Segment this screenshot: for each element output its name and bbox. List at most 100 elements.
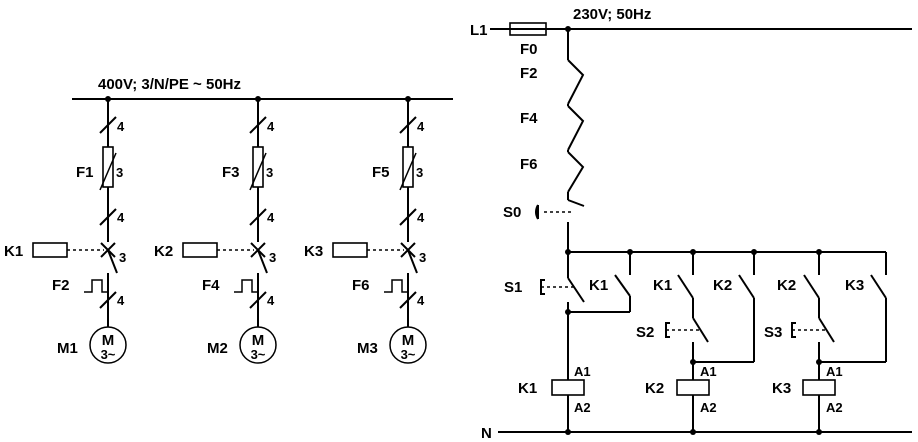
conductor-mark (399, 116, 417, 134)
contactor-label: K3 (304, 243, 323, 260)
holding-contact-k3 (870, 274, 887, 299)
contact-pole-count: 3 (269, 250, 276, 265)
motor-label: M2 (207, 340, 228, 357)
conductor-mark (99, 291, 117, 309)
start-button-label: S3 (764, 324, 782, 341)
overload-label: F2 (52, 277, 70, 294)
coil-terminal-a1: A1 (700, 364, 717, 379)
contactor-label: K2 (154, 243, 173, 260)
main-fuse-label: F0 (520, 41, 538, 58)
fuse-pole-mark (399, 152, 417, 191)
power-branch-2: 4 3 F3 4 3 K2 F4 4 M 3~ M2 (154, 96, 277, 364)
motor-phase: 3~ (401, 347, 416, 362)
conductor-count-label: 4 (267, 293, 275, 308)
fuse-pole-count: 3 (416, 165, 423, 180)
fuse-label: F5 (372, 164, 390, 181)
rung-node (565, 309, 571, 315)
contactor-coil-symbol (32, 242, 68, 258)
coil-terminal-a2: A2 (700, 400, 717, 415)
fuse-pole-count: 3 (266, 165, 273, 180)
coil-k2-symbol (676, 379, 710, 396)
start-contact-s1 (567, 277, 585, 303)
motor-letter: M (402, 332, 415, 349)
coil-terminal-a2: A2 (574, 400, 591, 415)
enable-contact-k1 (677, 274, 694, 299)
coil-label: K1 (518, 380, 537, 397)
neutral-label: N (481, 425, 492, 442)
conductor-count-label: 4 (117, 119, 125, 134)
rung-node (690, 359, 696, 365)
conductor-mark (99, 116, 117, 134)
neutral-node (816, 429, 822, 435)
contactor-coil-symbol (332, 242, 368, 258)
conductor-mark (249, 208, 267, 226)
overload-contact-f4 (567, 105, 585, 151)
conductor-mark (399, 291, 417, 309)
power-supply-label: 400V; 3/N/PE ~ 50Hz (98, 76, 241, 93)
neutral-node (565, 429, 571, 435)
motor-symbol (239, 326, 277, 364)
overload-relay-symbol (234, 279, 258, 293)
contact-label: K2 (713, 277, 732, 294)
motor-letter: M (252, 332, 265, 349)
conductor-count-label: 4 (417, 210, 425, 225)
contact-pole-count: 3 (419, 250, 426, 265)
power-branch-3: 4 3 F5 4 3 K3 F6 4 M 3~ M3 (304, 96, 427, 364)
fuse-label: F3 (222, 164, 240, 181)
coil-k1-symbol (551, 379, 585, 396)
start-button-symbol (540, 279, 545, 295)
start-button-symbol (791, 322, 796, 338)
start-contact-s3 (818, 317, 835, 343)
contactor-main-contact (107, 249, 118, 274)
contact-pole-count: 3 (119, 250, 126, 265)
motor-letter: M (102, 332, 115, 349)
contactor-main-contact (407, 249, 418, 274)
control-circuit: L1 230V; 50Hz F0 F2 F4 F6 S0 (470, 6, 912, 442)
contact-label: K2 (777, 277, 796, 294)
conductor-count-label: 4 (417, 293, 425, 308)
coil-terminal-a2: A2 (826, 400, 843, 415)
stop-contact (567, 199, 585, 207)
power-branch-1: 4 3 F1 4 3 K1 F2 4 M 3~ (4, 96, 127, 364)
fuse-pole-mark (249, 152, 267, 191)
contact-label: K1 (589, 277, 608, 294)
conductor-count-label: 4 (267, 119, 275, 134)
coil-label: K2 (645, 380, 664, 397)
holding-contact-k1 (614, 274, 631, 297)
start-contact-s2 (692, 317, 709, 343)
power-circuit: 400V; 3/N/PE ~ 50Hz 4 3 F1 4 3 K1 (4, 76, 453, 364)
overload-contact-f2 (567, 59, 585, 105)
overload-relay-symbol (84, 279, 108, 293)
overload-relay-symbol (384, 279, 408, 293)
overload-contact-f6 (567, 151, 585, 193)
contact-label: K1 (653, 277, 672, 294)
start-button-label: S1 (504, 279, 522, 296)
coil-terminal-a1: A1 (826, 364, 843, 379)
overload-contact-label: F6 (520, 156, 538, 173)
stop-button-label: S0 (503, 204, 521, 221)
fuse-pole-mark (99, 152, 117, 191)
conductor-mark (249, 291, 267, 309)
conductor-mark (249, 116, 267, 134)
conductor-count-label: 4 (267, 210, 275, 225)
rung-node (816, 359, 822, 365)
motor-phase: 3~ (251, 347, 266, 362)
conductor-count-label: 4 (117, 210, 125, 225)
coil-terminal-a1: A1 (574, 364, 591, 379)
overload-label: F4 (202, 277, 220, 294)
contactor-main-contact (257, 249, 268, 274)
start-button-symbol (665, 322, 670, 338)
start-button-label: S2 (636, 324, 654, 341)
overload-contact-label: F4 (520, 110, 538, 127)
holding-contact-k2 (738, 274, 755, 299)
conductor-mark (399, 208, 417, 226)
overload-label: F6 (352, 277, 370, 294)
motor-label: M1 (57, 340, 78, 357)
coil-k3-symbol (802, 379, 836, 396)
motor-symbol (389, 326, 427, 364)
fuse-pole-count: 3 (116, 165, 123, 180)
enable-contact-k2 (803, 274, 820, 299)
fuse-label: F1 (76, 164, 94, 181)
motor-phase: 3~ (101, 347, 116, 362)
